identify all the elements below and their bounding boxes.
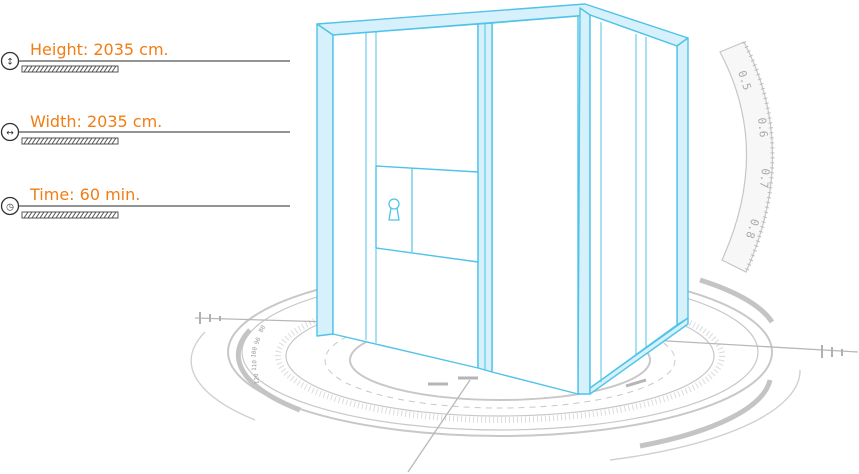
- scale-label: 0.6: [755, 117, 770, 138]
- side-panel: [589, 14, 678, 389]
- cabin-left-post: [316, 23, 334, 337]
- scale-label: 0.8: [743, 217, 762, 240]
- spec-height: ↕ Height: 2035 cm.: [0, 40, 290, 73]
- horizontal-arrows-icon: [0, 122, 20, 142]
- inner-ring-dashes: [428, 376, 647, 388]
- ring-number: 110: [251, 360, 258, 371]
- outer-arc-thin: [190, 331, 801, 461]
- ring-number: 90: [253, 336, 262, 346]
- clock-icon: [0, 196, 20, 216]
- svg-text:↕: ↕: [6, 58, 14, 68]
- cabin-corner-post: [577, 7, 591, 395]
- vertical-arrows-icon: [0, 51, 20, 71]
- scale-arc-band: [719, 41, 774, 273]
- hatched-bar: [21, 65, 119, 73]
- spec-width: ↔ Width: 2035 cm.: [0, 112, 290, 145]
- ring-number: 80: [258, 324, 268, 334]
- sauna-cabin: [316, 3, 689, 395]
- vertical-scale-arc: 0.5 0.6 0.7 0.8: [719, 41, 775, 273]
- svg-text:◷: ◷: [6, 203, 14, 213]
- ring-number: 100: [250, 346, 259, 358]
- ring-number: 120: [253, 373, 261, 385]
- floor-axes: [194, 317, 859, 473]
- scale-label: 0.5: [735, 69, 754, 92]
- spec-time-label: Time: 60 min.: [29, 185, 140, 204]
- spec-width-label: Width: 2035 cm.: [30, 112, 162, 131]
- ring-numbers: 80 90 100 110 120: [250, 324, 267, 385]
- outer-arc-segments: [235, 277, 775, 449]
- hatched-bar: [21, 137, 119, 145]
- front-panel-right: [491, 15, 579, 395]
- keyhole-icon: [388, 198, 400, 221]
- inner-ring-dashed: [324, 311, 676, 409]
- hatched-bar: [21, 211, 119, 219]
- spec-time: ◷ Time: 60 min.: [0, 185, 290, 219]
- crosshair-marker-right: [821, 345, 843, 358]
- cabin-right-post: [676, 37, 689, 326]
- tick-ring: [275, 289, 725, 423]
- spec-height-label: Height: 2035 cm.: [30, 40, 169, 59]
- svg-text:↔: ↔: [6, 129, 14, 139]
- scale-arc-ticks: [742, 41, 775, 273]
- door-lock-panel: [375, 165, 479, 263]
- crosshair-marker-left: [199, 312, 221, 324]
- scale-label: 0.7: [757, 168, 772, 189]
